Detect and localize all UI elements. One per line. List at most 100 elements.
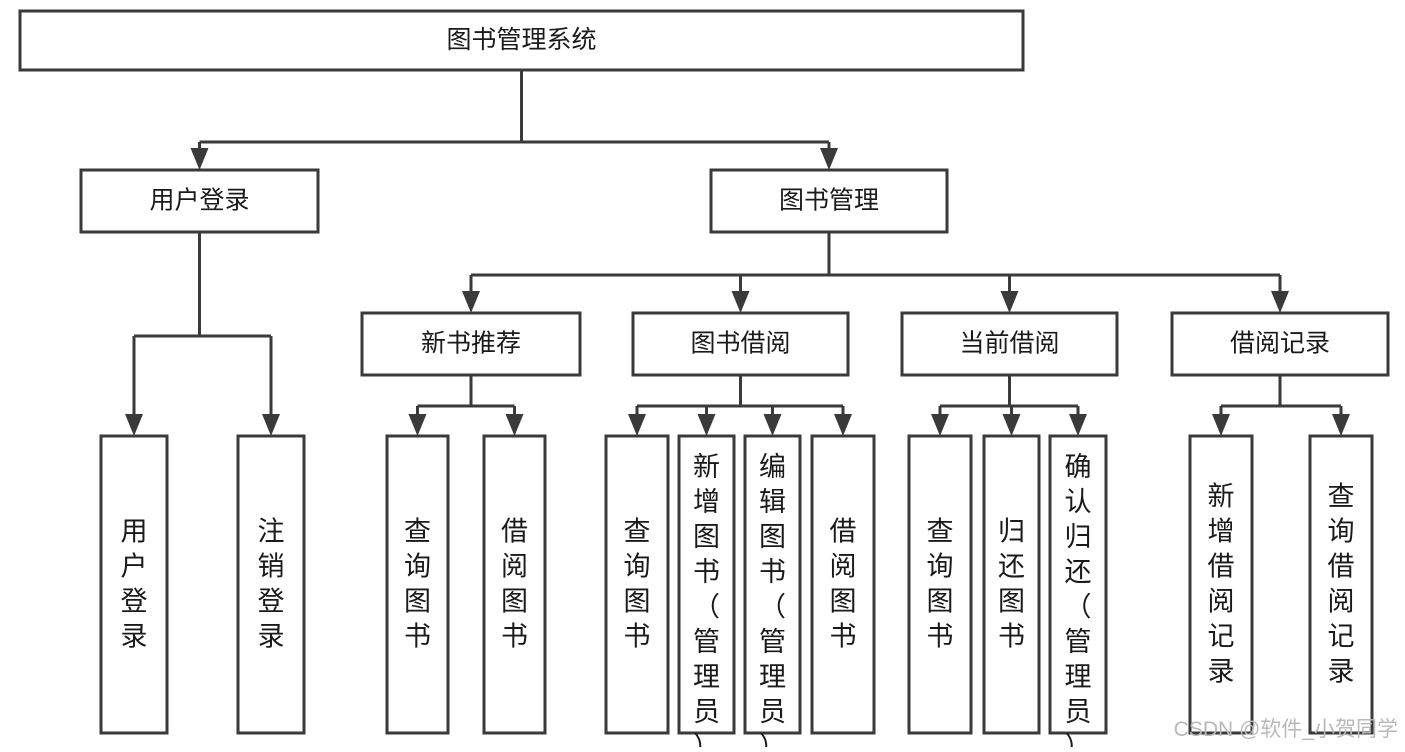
node-label-char: 还 bbox=[998, 552, 1025, 582]
node-label-char: （ bbox=[693, 592, 720, 622]
node-new-book-recommend[interactable]: 新书推荐 bbox=[360, 311, 582, 377]
node-user-login[interactable]: 用户登录 bbox=[79, 168, 320, 234]
node-label-char: 管 bbox=[759, 627, 786, 657]
node-label-char: 理 bbox=[1065, 662, 1092, 692]
node-label-char: 查 bbox=[1328, 482, 1355, 512]
bookmgmt-to-l3-arrow bbox=[462, 291, 480, 313]
node-label-char: 管 bbox=[693, 627, 720, 657]
book-borrow-to-leaves-arrow bbox=[628, 414, 646, 436]
node-label: 图书管理 bbox=[779, 187, 879, 215]
node-label: 借阅记录 bbox=[1230, 330, 1330, 358]
node-label-char: 图 bbox=[693, 522, 720, 552]
node-label-char: 登 bbox=[258, 587, 285, 617]
node-borrow-record[interactable]: 借阅记录 bbox=[1170, 311, 1390, 377]
node-label-char: 户 bbox=[121, 552, 148, 582]
current-borrow-to-leaves-arrow bbox=[1002, 414, 1021, 436]
node-label-char: 员 bbox=[1065, 697, 1092, 727]
root-to-l2-arrow bbox=[190, 148, 209, 170]
node-label-char: 书 bbox=[830, 622, 857, 652]
node-label-char: 书 bbox=[759, 557, 786, 587]
node-label-char: 图 bbox=[624, 587, 651, 617]
node-label-char: 管 bbox=[1065, 627, 1092, 657]
node-label-char: 录 bbox=[121, 622, 148, 652]
node-label-char: 借 bbox=[1328, 552, 1355, 582]
bookmgmt-to-l3-arrow bbox=[1271, 291, 1289, 313]
node-label-char: （ bbox=[1065, 592, 1092, 622]
book-borrow-to-leaves-arrow bbox=[697, 414, 716, 436]
node-label-char: 图 bbox=[998, 587, 1025, 617]
node-label-char: 阅 bbox=[830, 552, 857, 582]
node-label-char: 用 bbox=[121, 517, 148, 547]
current-borrow-to-leaves-arrow bbox=[1069, 414, 1087, 436]
node-leaf-user-login[interactable]: 用户登录 bbox=[99, 434, 169, 735]
node-label-char: 录 bbox=[1328, 657, 1355, 687]
node-label-char: 注 bbox=[258, 517, 285, 547]
book-borrow-to-leaves-arrow bbox=[834, 414, 852, 436]
node-label-char: 书 bbox=[693, 557, 720, 587]
node-label-char: 记 bbox=[1208, 622, 1235, 652]
node-label-char: 认 bbox=[1065, 487, 1092, 517]
node-label-char: 登 bbox=[121, 587, 148, 617]
node-label-char: 借 bbox=[501, 517, 528, 547]
node-book-management[interactable]: 图书管理 bbox=[709, 168, 949, 234]
node-label-char: 图 bbox=[830, 587, 857, 617]
borrow-record-to-leaves-arrow bbox=[1212, 414, 1230, 436]
node-label-char: 图 bbox=[501, 587, 528, 617]
node-label-char: 还 bbox=[1065, 557, 1092, 587]
node-label-char: 录 bbox=[258, 622, 285, 652]
node-label-char: 阅 bbox=[1328, 587, 1355, 617]
connectors-layer bbox=[125, 70, 1350, 436]
new-book-recommend-to-leaves-arrow bbox=[408, 414, 427, 436]
node-label-char: 书 bbox=[501, 622, 528, 652]
csdn-watermark: CSDN @软件_小贺同学 bbox=[1174, 718, 1398, 741]
node-label: 图书借阅 bbox=[690, 330, 790, 358]
node-label-char: 借 bbox=[1208, 552, 1235, 582]
book-borrow-to-leaves-arrow bbox=[763, 414, 782, 436]
node-label-char: 书 bbox=[998, 622, 1025, 652]
node-label-char: 增 bbox=[1208, 517, 1235, 547]
root-to-l2-arrow bbox=[820, 148, 838, 170]
userlogin-to-leaves-arrow bbox=[125, 414, 143, 436]
node-label-char: 理 bbox=[693, 662, 720, 692]
current-borrow-to-leaves-arrow bbox=[931, 414, 949, 436]
node-label-char: 新 bbox=[1208, 482, 1235, 512]
node-label: 图书管理系统 bbox=[446, 26, 596, 54]
node-label-char: （ bbox=[759, 592, 786, 622]
bookmgmt-to-l3-arrow bbox=[1000, 291, 1019, 313]
node-label-char: 询 bbox=[404, 552, 431, 582]
node-book-borrow[interactable]: 图书借阅 bbox=[631, 311, 850, 377]
node-label-char: 阅 bbox=[1208, 587, 1235, 617]
node-label-char: 归 bbox=[998, 517, 1025, 547]
node-label-char: 书 bbox=[404, 622, 431, 652]
node-label-char: 归 bbox=[1065, 522, 1092, 552]
node-label-char: 新 bbox=[693, 452, 720, 482]
userlogin-to-leaves-arrow bbox=[262, 414, 280, 436]
node-label-char: 借 bbox=[830, 517, 857, 547]
node-label-char: 销 bbox=[258, 552, 285, 582]
node-current-borrow[interactable]: 当前借阅 bbox=[900, 311, 1119, 377]
node-label-char: 图 bbox=[759, 522, 786, 552]
new-book-recommend-to-leaves-arrow bbox=[505, 414, 524, 436]
node-label-char: 查 bbox=[927, 517, 954, 547]
node-label-char: 阅 bbox=[501, 552, 528, 582]
node-label-char: 记 bbox=[1328, 622, 1355, 652]
node-root-system[interactable]: 图书管理系统 bbox=[18, 9, 1025, 72]
node-label-char: ） bbox=[759, 732, 786, 747]
node-label-char: 录 bbox=[1208, 657, 1235, 687]
node-label-char: ） bbox=[1065, 732, 1092, 747]
node-label-char: 查 bbox=[404, 517, 431, 547]
